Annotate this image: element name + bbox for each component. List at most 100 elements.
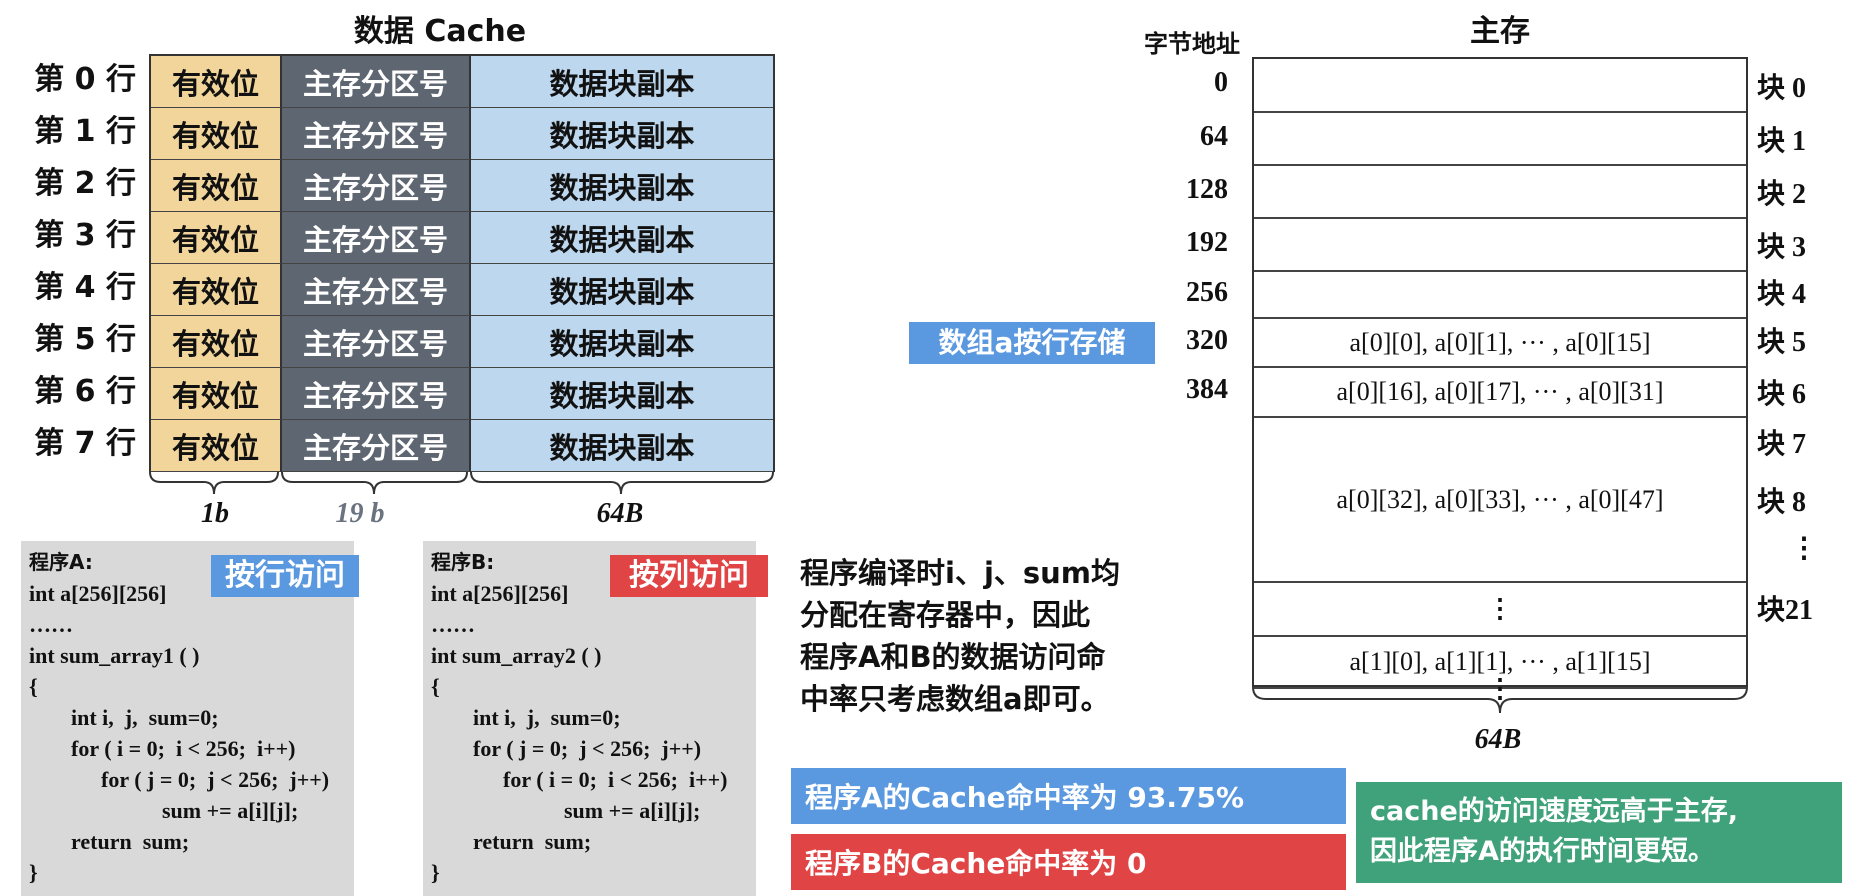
tag-cell: 主存分区号 <box>282 160 471 212</box>
block-label: 块 4 <box>1757 279 1807 310</box>
conclusion-line: 因此程序A的执行时间更短。 <box>1370 836 1715 867</box>
byte-address: 64 <box>1200 120 1228 152</box>
tag-cell: 主存分区号 <box>282 264 471 316</box>
byte-address: 256 <box>1186 276 1228 308</box>
code-line: int a[256][256] <box>29 581 167 606</box>
memory-block-row: a[0][0], a[0][1], ··· , a[0][15] <box>1254 319 1746 368</box>
conclusion-box: cache的访问速度远高于主存, 因此程序A的执行时间更短。 <box>1356 782 1842 883</box>
compile-note: 程序编译时i、j、sum均 分配在寄存器中，因此 程序A和B的数据访问命 中率只… <box>800 552 1180 720</box>
code-line: { <box>431 674 440 699</box>
data-block-cell: 数据块副本 <box>471 264 773 316</box>
tag-width-label: 19 b <box>335 498 385 529</box>
valid-bit-cell: 有效位 <box>151 316 282 368</box>
byte-address: 384 <box>1186 374 1228 405</box>
tag-cell: 主存分区号 <box>282 420 471 472</box>
cache-title: 数据 Cache <box>353 14 527 49</box>
memory-width-brace <box>1252 687 1748 714</box>
block-label: 块 2 <box>1757 179 1807 210</box>
code-line: int i, j, sum=0; <box>71 705 219 730</box>
row-label: 第 5 行 <box>34 322 136 357</box>
program-b-hit-rate: 程序B的Cache命中率为 0 <box>791 834 1346 890</box>
tag-cell: 主存分区号 <box>282 108 471 160</box>
code-line: sum += a[i][j]; <box>162 798 299 823</box>
cache-line: 有效位主存分区号数据块副本 <box>151 368 773 420</box>
code-line: int sum_array2 ( ) <box>431 643 602 668</box>
row-label: 第 6 行 <box>34 374 136 409</box>
data-width-label: 64B <box>596 498 644 529</box>
memory-title: 主存 <box>1470 14 1530 49</box>
note-line: 程序A和B的数据访问命 <box>800 640 1106 674</box>
valid-bit-cell: 有效位 <box>151 264 282 316</box>
cache-line: 有效位主存分区号数据块副本 <box>151 316 773 368</box>
block-label: 块 3 <box>1757 232 1807 263</box>
row-label: 第 3 行 <box>34 218 136 253</box>
cache-table: 有效位主存分区号数据块副本有效位主存分区号数据块副本有效位主存分区号数据块副本有… <box>149 54 775 472</box>
main-memory-table: a[0][0], a[0][1], ··· , a[0][15]a[0][16]… <box>1252 57 1748 703</box>
note-line: 分配在寄存器中，因此 <box>800 598 1091 632</box>
tag-cell: 主存分区号 <box>282 316 471 368</box>
valid-bit-cell: 有效位 <box>151 108 282 160</box>
block-label: 块 1 <box>1757 126 1807 157</box>
row-access-badge: 按行访问 <box>211 555 359 597</box>
brace-data <box>470 472 774 495</box>
block-label: 块 0 <box>1757 73 1807 104</box>
memory-width-label: 64B <box>1474 724 1522 755</box>
code-line: int a[256][256] <box>431 581 569 606</box>
memory-block-row <box>1254 59 1746 113</box>
row-label: 第 1 行 <box>34 114 136 149</box>
code-line: 程序B: <box>431 550 495 574</box>
valid-bit-cell: 有效位 <box>151 160 282 212</box>
code-line: for ( i = 0; i < 256; i++) <box>71 736 296 761</box>
row-label: 第 2 行 <box>34 166 136 201</box>
note-line: 中率只考虑数组a即可。 <box>800 682 1110 716</box>
code-line: for ( j = 0; j < 256; j++) <box>473 736 702 761</box>
memory-block-row <box>1254 272 1746 319</box>
tag-cell: 主存分区号 <box>282 56 471 108</box>
brace-tag <box>281 472 468 495</box>
conclusion-line: cache的访问速度远高于主存, <box>1370 796 1739 827</box>
memory-block-row <box>1254 113 1746 166</box>
data-block-cell: 数据块副本 <box>471 56 773 108</box>
memory-block-row: a[0][16], a[0][17], ··· , a[0][31] <box>1254 368 1746 418</box>
address-header: 字节地址 <box>1144 30 1240 58</box>
code-line: sum += a[i][j]; <box>564 798 701 823</box>
block-label: 块 5 <box>1757 327 1807 358</box>
code-line: { <box>29 674 38 699</box>
data-block-cell: 数据块副本 <box>471 420 773 472</box>
code-line: …… <box>431 612 475 637</box>
program-a-code: 程序A:int a[256][256]……int sum_array1 ( ){… <box>21 541 354 896</box>
row-label: 第 7 行 <box>34 426 136 461</box>
memory-block-row <box>1254 219 1746 272</box>
code-line: } <box>431 860 440 885</box>
code-line: return sum; <box>473 829 592 854</box>
block-label: 块 8 <box>1757 487 1807 518</box>
cache-line: 有效位主存分区号数据块副本 <box>151 160 773 212</box>
program-a-hit-rate: 程序A的Cache命中率为 93.75% <box>791 768 1346 824</box>
row-label: 第 4 行 <box>34 270 136 305</box>
data-block-cell: 数据块副本 <box>471 160 773 212</box>
data-block-cell: 数据块副本 <box>471 212 773 264</box>
cache-line: 有效位主存分区号数据块副本 <box>151 108 773 160</box>
data-block-cell: 数据块副本 <box>471 316 773 368</box>
byte-address: 192 <box>1186 226 1228 258</box>
code-line: for ( j = 0; j < 256; j++) <box>101 767 330 792</box>
code-line: return sum; <box>71 829 190 854</box>
program-b-code: 程序B: int a[256][256] …… int sum_array2 ( ) {… <box>423 541 756 896</box>
block-label: ⋮ <box>1790 533 1818 564</box>
cache-width-braces <box>149 472 774 495</box>
code-line: for ( i = 0; i < 256; i++) <box>503 767 728 792</box>
code-line: } <box>29 860 38 885</box>
cache-line: 有效位主存分区号数据块副本 <box>151 212 773 264</box>
array-row-major-badge: 数组a按行存储 <box>909 322 1155 364</box>
byte-address: 128 <box>1186 173 1228 205</box>
memory-block-row: a[0][32], a[0][33], ··· , a[0][47] <box>1254 418 1746 583</box>
row-label: 第 0 行 <box>34 62 136 97</box>
code-line: int sum_array1 ( ) <box>29 643 200 668</box>
tag-cell: 主存分区号 <box>282 368 471 420</box>
valid-bit-cell: 有效位 <box>151 212 282 264</box>
cache-line: 有效位主存分区号数据块副本 <box>151 56 773 108</box>
byte-address: 320 <box>1186 324 1228 356</box>
column-access-badge: 按列访问 <box>610 555 768 597</box>
valid-width-label: 1b <box>201 498 229 529</box>
valid-bit-cell: 有效位 <box>151 368 282 420</box>
